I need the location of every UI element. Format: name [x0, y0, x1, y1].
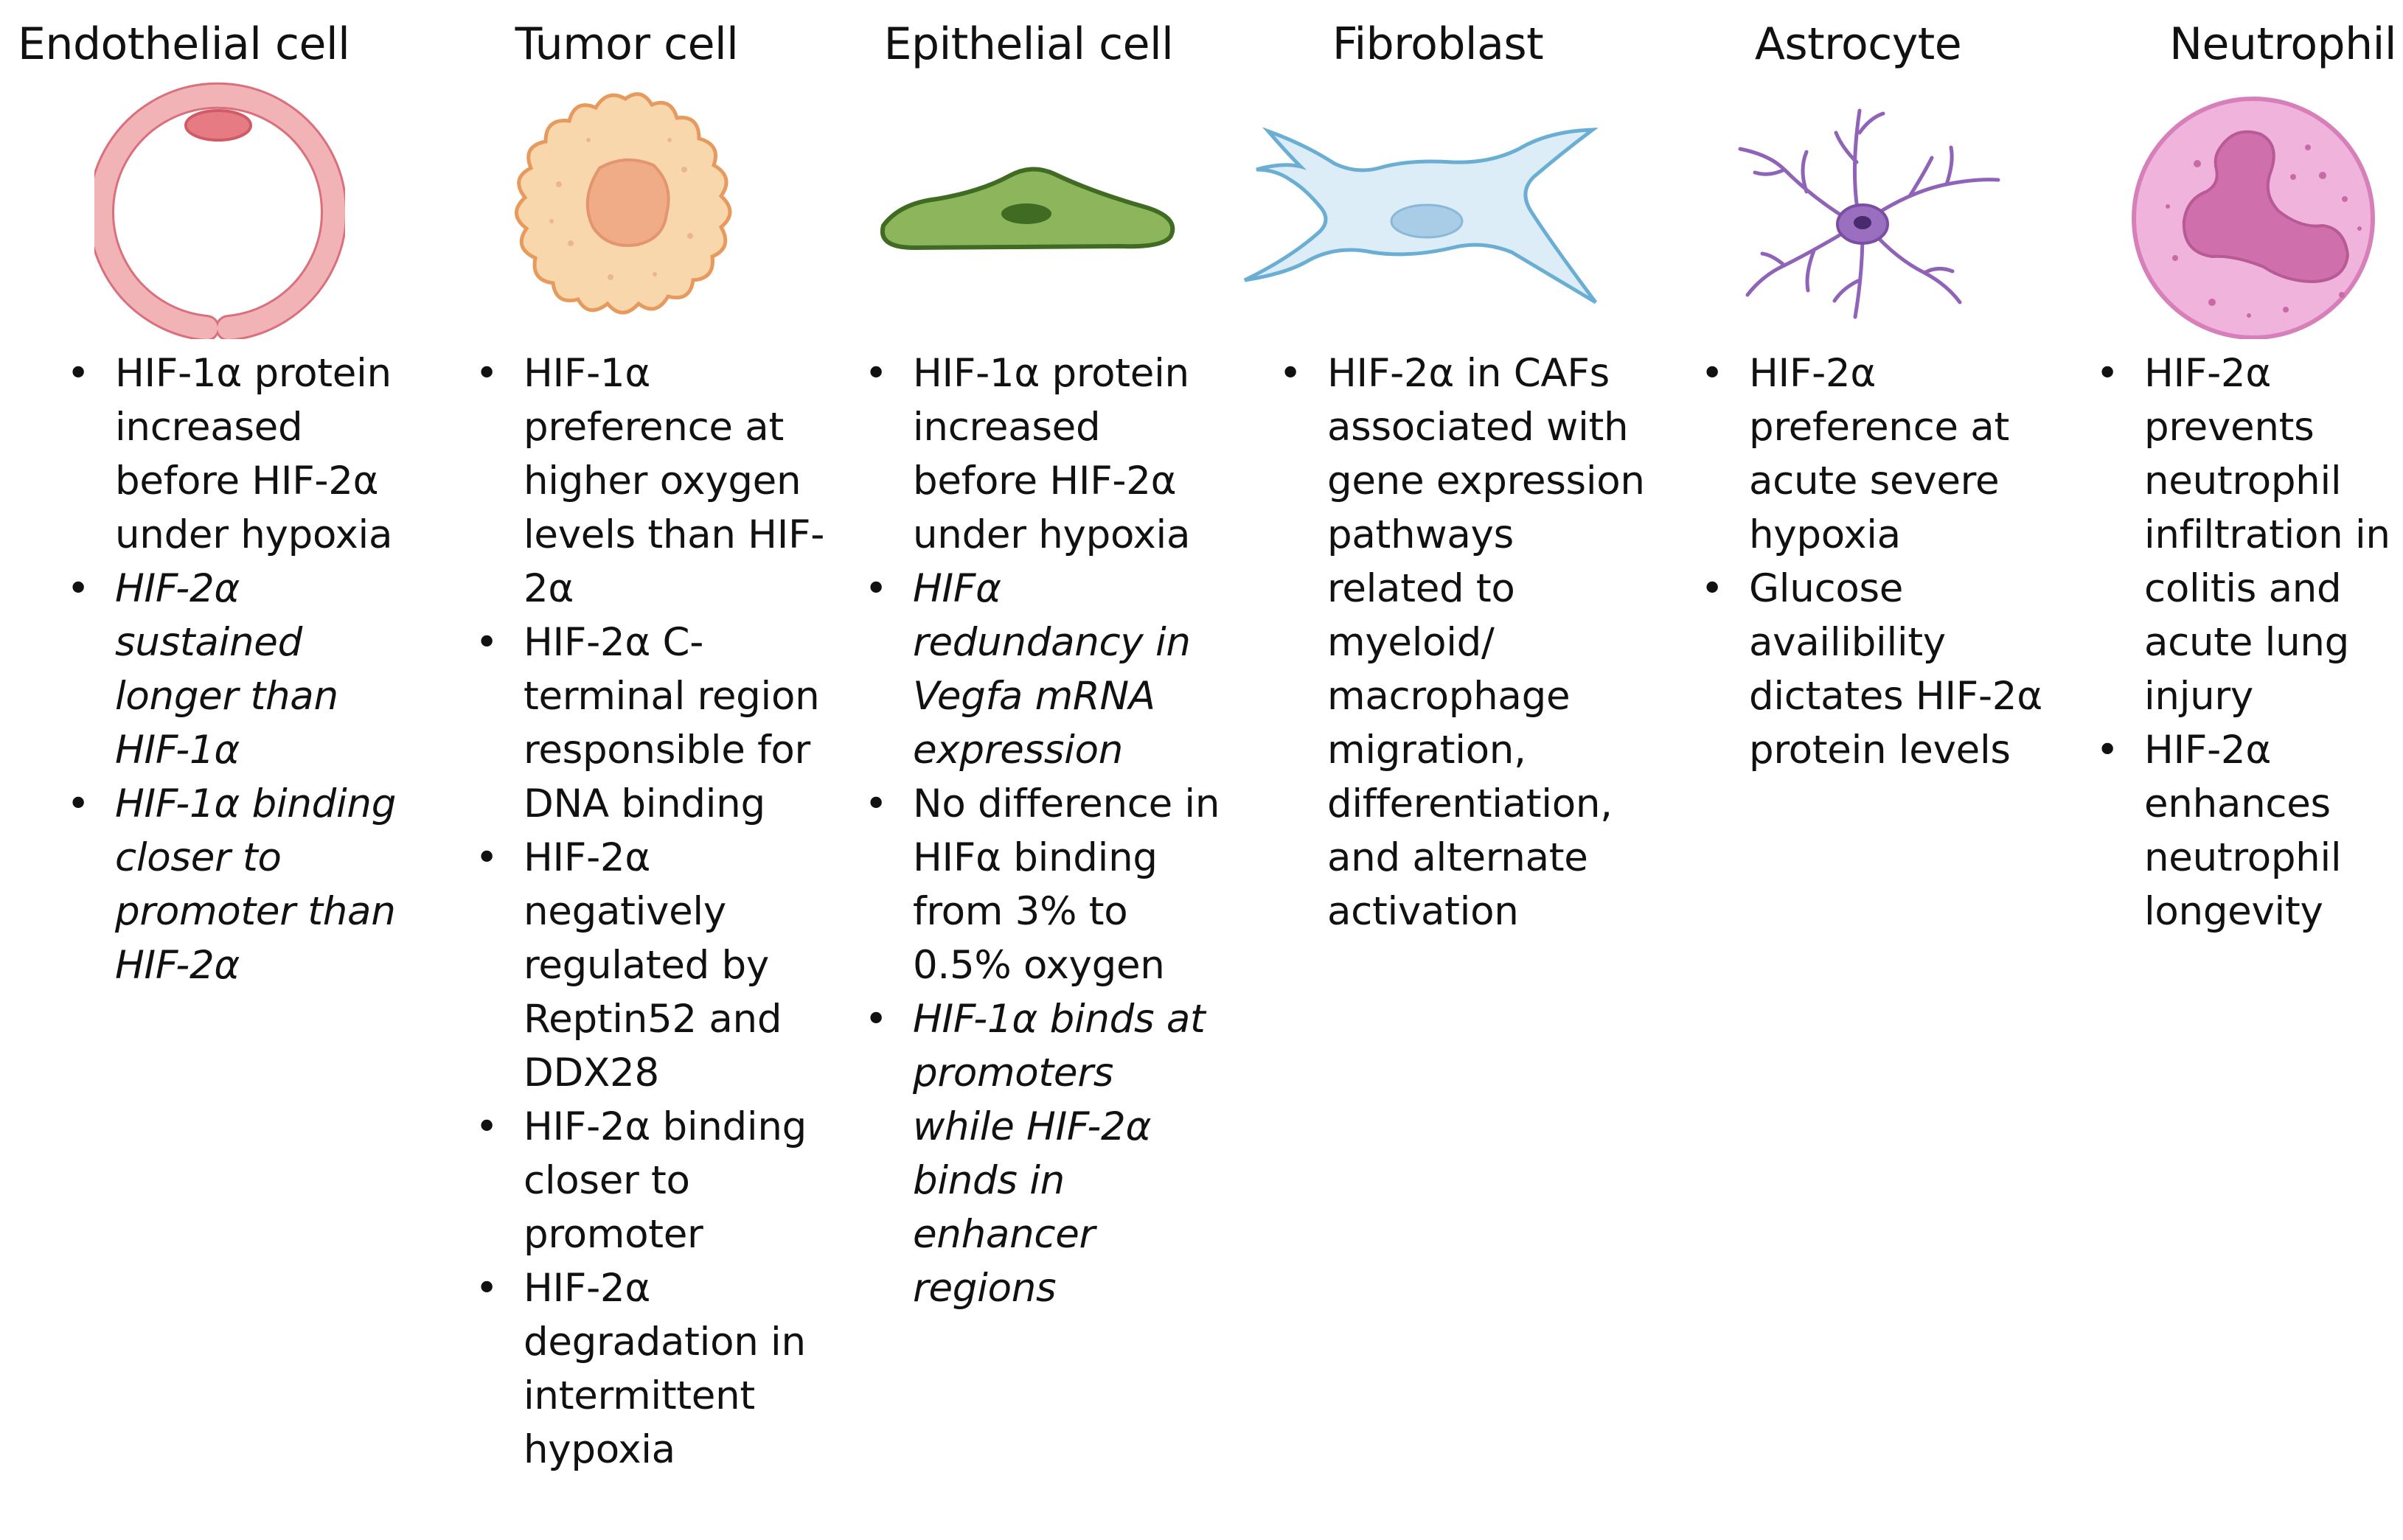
list-item: •HIF-2α prevents neutrophil infiltration… — [2096, 351, 2390, 719]
bullet-list: •HIF-2α prevents neutrophil infiltration… — [2096, 346, 2395, 938]
column-title: Astrocyte — [1754, 18, 1962, 70]
endothelial-cell-icon — [94, 82, 345, 339]
bullet-list: •HIF-1α preference at higher oxygen leve… — [475, 346, 833, 1477]
list-item: •HIF-2α sustained longer than HIF-1α — [66, 566, 339, 773]
list-item: •HIF-2α C-terminal region responsible fo… — [475, 620, 820, 826]
list-item: •HIF-2α preference at acute severe hypox… — [1700, 351, 2010, 557]
tumor-cell-icon — [515, 92, 732, 315]
list-item: •HIFα redundancy in Vegfa mRNA expressio… — [864, 566, 1191, 773]
astrocyte-cell-icon — [1738, 108, 2000, 319]
bullet-list: •HIF-2α preference at acute severe hypox… — [1700, 346, 2059, 777]
bullet-list: •HIF-1α protein increased before HIF-2α … — [66, 346, 410, 992]
list-item: •HIF-2α in CAFs associated with gene exp… — [1279, 351, 1645, 934]
list-item: •No difference in HIFα binding from 3% t… — [864, 781, 1220, 988]
bullet-list: •HIF-2α in CAFs associated with gene exp… — [1279, 346, 1652, 938]
list-item: •HIF-2α degradation in intermittent hypo… — [475, 1266, 807, 1472]
list-item: •HIF-2α binding closer to promoter — [475, 1104, 807, 1257]
fibroblast-cell-icon — [1243, 127, 1599, 304]
list-item: •HIF-1α protein increased before HIF-2α … — [66, 351, 393, 557]
list-item: •HIF-2α enhances neutrophil longevity — [2096, 728, 2342, 934]
bullet-list: •HIF-1α protein increased before HIF-2α … — [864, 346, 1223, 1315]
epithelial-cell-icon — [880, 167, 1175, 251]
list-item: •HIF-1α binds at promoters while HIF-2α … — [864, 997, 1206, 1311]
column-title: Neutrophil — [2169, 18, 2396, 70]
column-title: Tumor cell — [515, 18, 739, 70]
list-item: •Glucose availibility dictates HIF-2α pr… — [1700, 566, 2043, 773]
list-item: •HIF-1α preference at higher oxygen leve… — [475, 351, 825, 611]
neutrophil-cell-icon — [2132, 97, 2375, 339]
column-title: Epithelial cell — [883, 18, 1174, 70]
list-item: •HIF-1α protein increased before HIF-2α … — [864, 351, 1191, 557]
list-item: •HIF-2α negatively regulated by Reptin52… — [475, 835, 782, 1095]
column-title: Fibroblast — [1332, 18, 1544, 70]
column-title: Endothelial cell — [18, 18, 350, 70]
list-item: •HIF-1α binding closer to promoter than … — [66, 781, 397, 988]
